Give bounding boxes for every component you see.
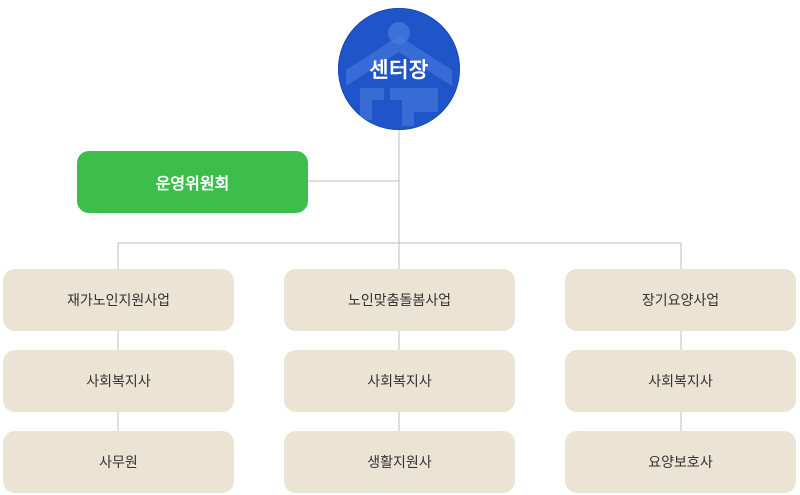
- column-1-role-box-2: 사무원: [3, 431, 234, 493]
- column-2-dept-box: 노인맞춤돌봄사업: [284, 269, 515, 331]
- column-2-role-box-2: 생활지원사: [284, 431, 515, 493]
- center-director-label: 센터장: [369, 58, 429, 82]
- column-3-dept-box: 장기요양사업: [565, 269, 796, 331]
- column-2-role-box-1: 사회복지사: [284, 350, 515, 412]
- logo-emblem-icon: [346, 22, 452, 126]
- column-3-role-box-1: 사회복지사: [565, 350, 796, 412]
- operating-committee-node: 운영위원회: [77, 151, 308, 213]
- center-director-node: 센터장: [338, 8, 460, 130]
- column-1-role-box-1: 사회복지사: [3, 350, 234, 412]
- column-1-dept-box: 재가노인지원사업: [3, 269, 234, 331]
- column-3-role-box-2: 요양보호사: [565, 431, 796, 493]
